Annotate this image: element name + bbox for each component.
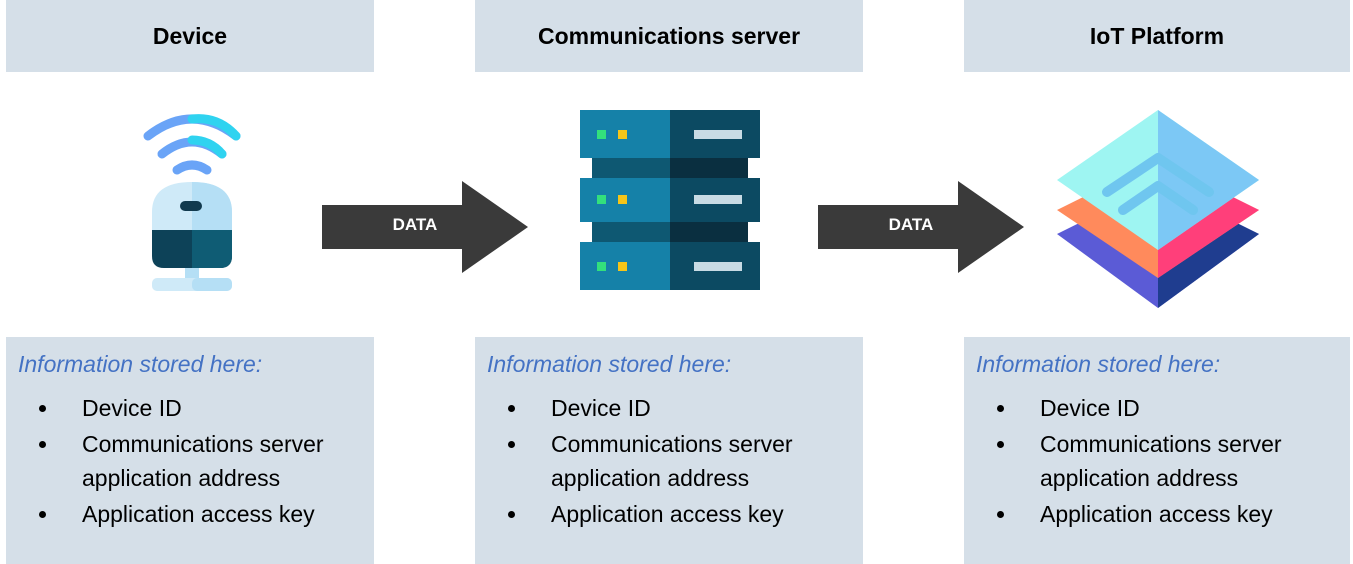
iot-device-icon <box>140 108 244 294</box>
info-list: Device ID Communications server applicati… <box>976 391 1350 531</box>
info-title: Information stored here: <box>18 351 263 377</box>
communications-server-info-panel: Information stored here: Device ID Commu… <box>475 337 863 564</box>
list-item: Communications server application address <box>18 427 374 495</box>
list-item-text: Communications server <box>1040 431 1282 457</box>
list-item-text: application address <box>82 465 281 491</box>
device-header: Device <box>6 0 374 72</box>
bullet-icon <box>508 405 515 412</box>
info-list: Device ID Communications server applicati… <box>487 391 863 531</box>
bullet-icon <box>997 405 1004 412</box>
info-title: Information stored here: <box>487 351 732 377</box>
list-item-text: Device ID <box>551 395 651 421</box>
iot-platform-header: IoT Platform <box>964 0 1350 72</box>
list-item: Application access key <box>487 497 863 531</box>
data-arrow-1-label: DATA <box>392 215 438 234</box>
list-item-text: Communications server <box>82 431 324 457</box>
list-item-text: Device ID <box>1040 395 1140 421</box>
list-item: Device ID <box>487 391 863 425</box>
bullet-icon <box>39 511 46 518</box>
list-item: Communications server application address <box>487 427 863 495</box>
list-item: Application access key <box>18 497 374 531</box>
info-title: Information stored here: <box>976 351 1221 377</box>
communications-server-header: Communications server <box>475 0 863 72</box>
bullet-icon <box>39 405 46 412</box>
bullet-icon <box>508 511 515 518</box>
server-rack-icon <box>580 110 760 290</box>
info-list: Device ID Communications server applicati… <box>18 391 374 531</box>
list-item-text: Application access key <box>551 501 784 527</box>
bullet-icon <box>997 441 1004 448</box>
data-arrow-1: DATA <box>322 181 528 273</box>
list-item-text: application address <box>551 465 750 491</box>
bullet-icon <box>508 441 515 448</box>
bullet-icon <box>997 511 1004 518</box>
bullet-icon <box>39 441 46 448</box>
list-item: Device ID <box>976 391 1350 425</box>
list-item: Device ID <box>18 391 374 425</box>
layered-platform-icon <box>1057 110 1259 310</box>
list-item: Communications server application address <box>976 427 1350 495</box>
list-item-text: Device ID <box>82 395 182 421</box>
list-item-text: Application access key <box>1040 501 1273 527</box>
iot-platform-info-panel: Information stored here: Device ID Commu… <box>964 337 1350 564</box>
data-arrow-2-label: DATA <box>888 215 934 234</box>
data-arrow-2: DATA <box>818 181 1024 273</box>
list-item: Application access key <box>976 497 1350 531</box>
list-item-text: application address <box>1040 465 1239 491</box>
device-info-panel: Information stored here: Device ID Commu… <box>6 337 374 564</box>
list-item-text: Communications server <box>551 431 793 457</box>
list-item-text: Application access key <box>82 501 315 527</box>
